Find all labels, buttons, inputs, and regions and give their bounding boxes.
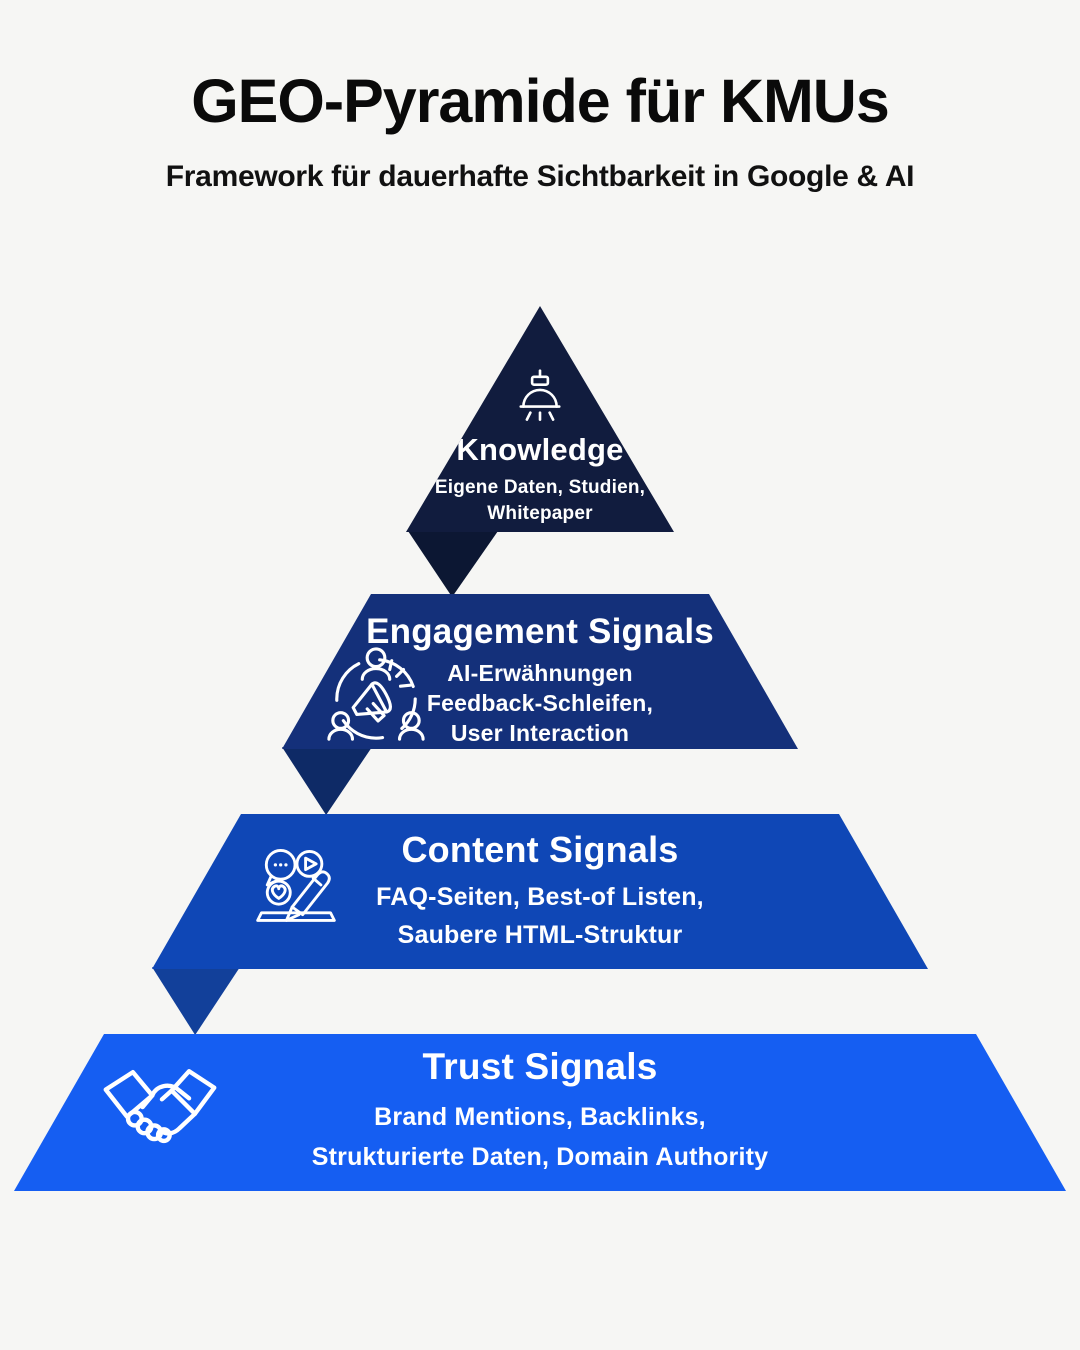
level-line: FAQ-Seiten, Best-of Listen, xyxy=(376,883,704,911)
level-line: Feedback-Schleifen, xyxy=(426,690,654,716)
level-line: Eigene Daten, Studien, xyxy=(434,477,646,498)
level-line: User Interaction xyxy=(450,720,630,746)
level-text: Content Signals FAQ-Seiten, Best-of List… xyxy=(152,814,928,954)
level-description: FAQ-Seiten, Best-of Listen, Saubere HTML… xyxy=(152,878,928,954)
pendant-lamp-icon xyxy=(512,368,568,424)
pyramid-level-engagement: Engagement Signals AI-Erwähnungen Feedba… xyxy=(282,594,798,749)
header: GEO-Pyramide für KMUs Framework für daue… xyxy=(0,0,1080,194)
page-title: GEO-Pyramide für KMUs xyxy=(191,67,890,135)
level-line: Whitepaper xyxy=(487,503,593,524)
handshake-icon xyxy=(98,1058,222,1160)
pyramid-level-knowledge: Knowledge Eigene Daten, Studien, Whitepa… xyxy=(406,306,674,532)
fold-shadow-content xyxy=(152,967,240,1035)
level-title: Knowledge xyxy=(456,432,624,467)
pyramid-level-content: Content Signals FAQ-Seiten, Best-of List… xyxy=(152,814,928,969)
fold-shadow-knowledge xyxy=(408,531,498,597)
page-subtitle: Framework für dauerhafte Sichtbarkeit in… xyxy=(165,160,915,193)
level-description: Eigene Daten, Studien, Whitepaper xyxy=(435,475,645,527)
level-line: Strukturierte Daten, Domain Authority xyxy=(311,1143,769,1171)
level-text: Trust Signals Brand Mentions, Backlinks,… xyxy=(14,1034,1066,1177)
level-title: Trust Signals xyxy=(422,1046,658,1087)
level-description: Brand Mentions, Backlinks, Strukturierte… xyxy=(14,1097,1066,1177)
megaphone-community-icon xyxy=(325,644,427,746)
level-title: Engagement Signals xyxy=(366,612,714,651)
pyramid-level-trust: Trust Signals Brand Mentions, Backlinks,… xyxy=(14,1034,1066,1191)
content-creation-icon xyxy=(250,838,342,930)
level-line: AI-Erwähnungen xyxy=(447,660,633,686)
level-line: Brand Mentions, Backlinks, xyxy=(374,1103,706,1131)
level-title: Content Signals xyxy=(401,829,679,870)
level-text: Engagement Signals AI-Erwähnungen Feedba… xyxy=(282,594,798,748)
fold-shadow-engagement xyxy=(282,747,372,815)
level-line: Saubere HTML-Struktur xyxy=(397,921,683,949)
level-description: AI-Erwähnungen Feedback-Schleifen, User … xyxy=(282,658,798,748)
